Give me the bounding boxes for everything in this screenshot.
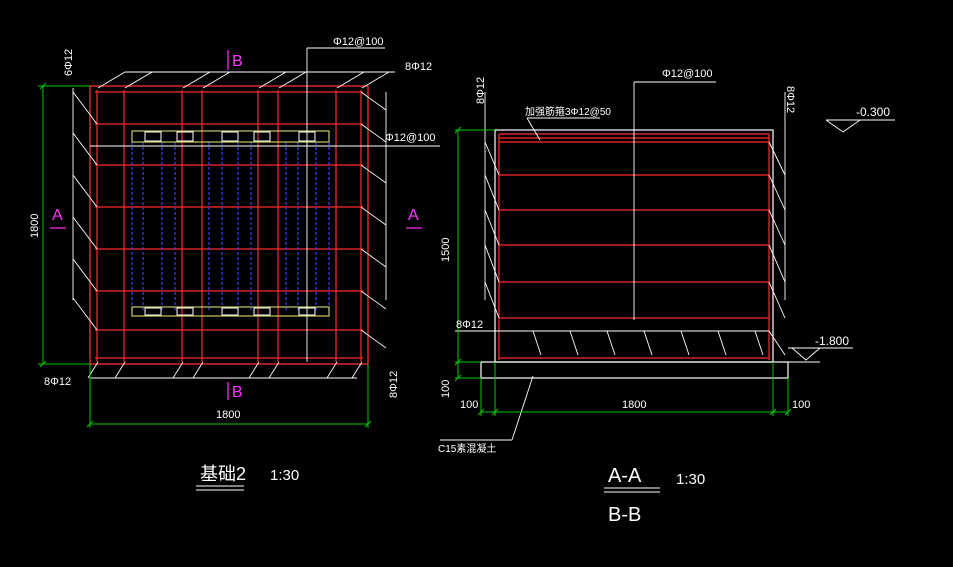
plan-leaders [72, 47, 440, 379]
section-label-left-vert: 8Φ12 [475, 77, 487, 104]
plan-horizontal-rebars [95, 91, 363, 359]
plan-label-bottom-left: 8Φ12 [44, 376, 71, 388]
plan-label-top-right: 8Φ12 [405, 61, 432, 73]
section-label-concrete: C15素混凝土 [438, 442, 496, 455]
plan-section-top: B [232, 53, 243, 70]
plan-section-bottom: B [232, 384, 243, 401]
plan-blue-columns [131, 142, 330, 312]
section-dim-height: 1500 [440, 238, 452, 262]
section-label-bottom-bar: 8Φ12 [456, 319, 483, 331]
section-label-reinforcing: 加强筋箍3Φ12@50 [525, 105, 611, 118]
plan-label-bottom-right: 8Φ12 [388, 371, 400, 398]
plan-dimensions [38, 82, 372, 428]
section-leaders [440, 81, 895, 441]
plan-label-top-rebar: Φ12@100 [333, 36, 384, 48]
plan-section-right: A [408, 207, 419, 224]
section-elev-bottom: -1.800 [815, 334, 849, 348]
section-pad [480, 361, 789, 379]
section-dim-right: 100 [792, 399, 810, 411]
plan-dim-width: 1800 [216, 409, 240, 421]
plan-dim-height: 1800 [29, 214, 41, 238]
section-view: Φ12@100 加强筋箍3Φ12@50 8Φ12 8Φ12 8Φ12 -0.30… [438, 68, 895, 526]
plan-label-top-left: 6Φ12 [63, 49, 75, 76]
section-title-top: A-A [608, 465, 642, 487]
plan-view: B B A A 6Φ12 Φ12@100 8Φ12 Φ12@100 8Φ12 8… [29, 36, 440, 491]
section-title-lines [604, 487, 660, 493]
section-dim-pad-height: 100 [440, 380, 452, 398]
section-label-right-vert: 8Φ12 [784, 86, 796, 113]
plan-scale: 1:30 [270, 467, 299, 484]
section-scale: 1:30 [676, 471, 705, 488]
plan-title: 基础2 [200, 464, 246, 484]
section-dim-width: 1800 [622, 399, 646, 411]
plan-anchor-boxes [131, 130, 330, 317]
plan-label-right-rebar: Φ12@100 [385, 132, 436, 144]
section-elev-top: -0.300 [856, 105, 890, 119]
section-label-top-rebar: Φ12@100 [662, 68, 713, 80]
plan-section-left: A [52, 207, 63, 224]
plan-title-underline [196, 485, 244, 491]
section-title-bottom: B-B [608, 504, 641, 526]
plan-vertical-rebars [96, 90, 362, 362]
plan-section-markers [50, 50, 422, 400]
plan-outline [89, 85, 369, 365]
section-dim-left: 100 [460, 399, 478, 411]
section-dimensions [454, 126, 792, 416]
